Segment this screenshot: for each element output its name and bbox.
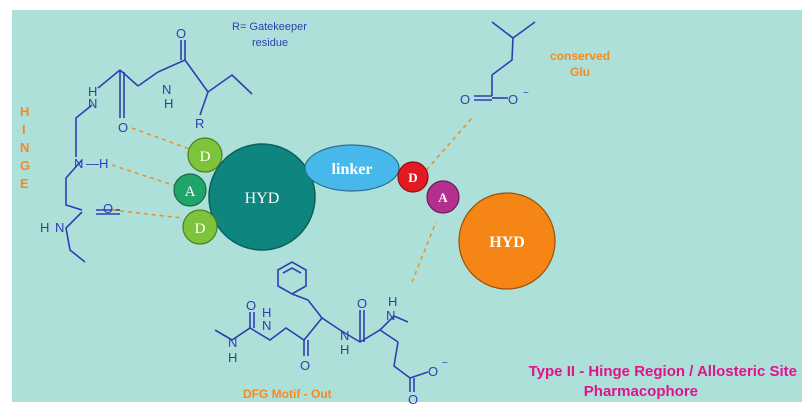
acceptor-mid-circle [173,173,207,207]
glu-structure [474,21,536,101]
donor-top-circle [187,137,223,173]
hinge-label: H I N G E [20,104,30,191]
dfg-n1: N [228,335,237,350]
donor-bottom-circle [182,209,218,245]
dfg-h4: H [388,294,397,309]
hyd-main-circle [208,143,316,251]
dfg-o1: O [246,298,256,313]
atom-nh-mid: —H [86,156,108,171]
atom-n-left: N [88,96,97,111]
atom-o-hinge: O [118,120,128,135]
hinge-letter-n: N [20,140,29,155]
donor-bottom-label: D [195,221,206,237]
conserved-line2: Glu [570,65,590,79]
atom-n-low: N [55,220,64,235]
dfg-h3: H [340,342,349,357]
dfg-minus: − [442,358,448,369]
atom-h-left: H [88,84,97,99]
donor-top-label: D [200,149,211,165]
linker-label: linker [332,161,373,178]
atom-r: R [195,116,204,131]
atom-o-top: O [176,26,186,41]
acceptor-magenta-label: A [438,190,448,205]
linker-ellipse [304,144,400,192]
dfg-motif-label: DFG Motif - Out [243,387,332,401]
dfg-n4: N [386,308,395,323]
atom-o-low: O [103,201,113,216]
acceptor-magenta-circle [426,180,460,214]
hyd-main-label: HYD [245,190,280,207]
conserved-glu-label: conserved Glu [550,49,610,79]
dfg-o2: O [300,358,310,373]
dfg-structure [214,261,429,392]
hbond-lines [111,117,473,283]
diagram-title: Type II - Hinge Region / Allosteric Site… [529,363,797,400]
hinge-letter-e: E [20,176,29,191]
dfg-n3: N [340,328,349,343]
donor-red-circle [397,161,429,193]
atom-n-top: N [162,82,171,97]
atom-h-top: H [164,96,173,111]
hinge-letter-i: I [22,122,26,137]
hinge-atoms: O N H R N H O N —H O N H [40,26,204,235]
donor-red-label: D [408,170,417,185]
dfg-o3: O [357,296,367,311]
background-panel [12,10,802,402]
pharmacophore-nodes: HYD D A D linker D A HYD [173,137,556,290]
glu-atoms: O O − [460,88,529,107]
gatekeeper-line1: R= Gatekeeper [232,21,307,33]
dfg-n2: N [262,318,271,333]
glu-o-left: O [460,92,470,107]
dfg-atoms: N H O N H O N H O N H O O − [228,294,448,407]
gatekeeper-label: R= Gatekeeper residue [232,21,307,49]
glu-minus: − [523,88,529,99]
gatekeeper-line2: residue [252,37,288,49]
atom-n-mid: N [74,156,83,171]
title-line2: Pharmacophore [584,383,698,400]
hinge-letter-h: H [20,104,29,119]
dfg-h1: H [228,350,237,365]
hyd-orange-label: HYD [489,234,525,251]
title-line1: Type II - Hinge Region / Allosteric Site [529,363,797,380]
hinge-letter-g: G [20,158,30,173]
hyd-orange-circle [458,192,556,290]
dfg-o5: O [428,364,438,379]
dfg-o4: O [408,392,418,407]
acceptor-mid-label: A [185,184,196,200]
glu-o-right: O [508,92,518,107]
conserved-line1: conserved [550,49,610,63]
dfg-h2: H [262,305,271,320]
atom-h-low: H [40,220,49,235]
